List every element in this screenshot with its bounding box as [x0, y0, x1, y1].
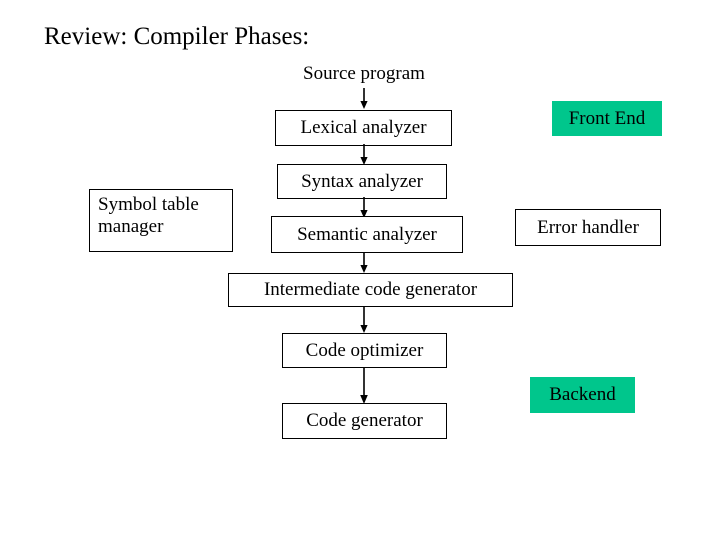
- arrow-source-to-lexical: [356, 88, 372, 110]
- source-program-label: Source program: [303, 63, 425, 84]
- box-semantic-analyzer[interactable]: Semantic analyzer: [271, 216, 463, 253]
- box-code-generator[interactable]: Code generator: [282, 403, 447, 439]
- arrow-semantic-to-intermediate: [356, 252, 372, 274]
- arrow-lexical-to-syntax: [356, 144, 372, 166]
- page-title: Review: Compiler Phases:: [44, 23, 310, 50]
- arrow-syntax-to-semantic: [356, 197, 372, 219]
- badge-front-end[interactable]: Front End: [552, 101, 662, 136]
- box-lexical-analyzer[interactable]: Lexical analyzer: [275, 110, 452, 146]
- arrow-intermediate-to-optimizer: [356, 306, 372, 334]
- box-syntax-analyzer[interactable]: Syntax analyzer: [277, 164, 447, 199]
- box-error-handler[interactable]: Error handler: [515, 209, 661, 246]
- box-symbol-table-manager[interactable]: Symbol table manager: [89, 189, 233, 252]
- arrow-optimizer-to-generator: [356, 367, 372, 405]
- box-intermediate-code-generator[interactable]: Intermediate code generator: [228, 273, 513, 307]
- box-code-optimizer[interactable]: Code optimizer: [282, 333, 447, 368]
- badge-backend[interactable]: Backend: [530, 377, 635, 413]
